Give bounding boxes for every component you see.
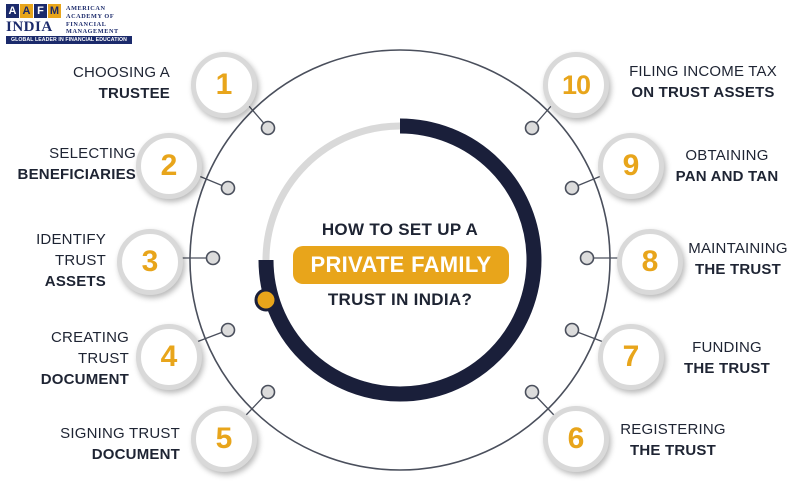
step-number-badge-3: 3 <box>117 229 183 295</box>
step-number-badge-1: 1 <box>191 52 257 118</box>
step-label-line1: REGISTERING <box>620 421 726 438</box>
logo-name-line: AMERICAN <box>66 5 106 12</box>
connector-node <box>579 250 595 266</box>
logo-name-line: MANAGEMENT <box>66 28 119 36</box>
step-number-badge-9: 9 <box>598 133 664 199</box>
node-group <box>205 120 595 400</box>
step-label-line1: SIGNING TRUST <box>60 425 180 442</box>
step-label-1: CHOOSING A TRUSTEE <box>10 62 170 104</box>
aafm-logo: A A F M INDIA AMERICAN ACADEMY OF FINANC… <box>6 4 132 44</box>
step-label-line2: PAN AND TAN <box>675 168 779 185</box>
center-title-highlight: PRIVATE FAMILY <box>293 246 509 284</box>
step-number-badge-10: 10 <box>543 52 609 118</box>
step-label-line2: THE TRUST <box>630 442 716 459</box>
logo-letter: F <box>34 4 47 18</box>
step-label-4: CREATING TRUST DOCUMENT <box>23 327 129 390</box>
step-label-6: REGISTERING THE TRUST <box>608 419 738 461</box>
step-label-line1: OBTAINING <box>685 147 769 164</box>
step-label-line2: THE TRUST <box>684 360 770 377</box>
step-label-line1: MAINTAINING <box>688 240 788 257</box>
step-label-line1: SELECTING <box>49 145 136 162</box>
step-label-5: SIGNING TRUST DOCUMENT <box>20 423 180 465</box>
logo-letter: A <box>20 4 33 18</box>
connector-node <box>220 180 236 196</box>
progress-ring-fill <box>258 118 542 402</box>
step-number-badge-4: 4 <box>136 324 202 390</box>
step-label-line1: FUNDING <box>692 339 762 356</box>
step-number-badge-6: 6 <box>543 406 609 472</box>
step-label-line2: ASSETS <box>44 273 106 290</box>
connector-node <box>564 322 580 338</box>
logo-letter: A <box>6 4 19 18</box>
outer-arc-group <box>189 49 611 471</box>
logo-name-line: FINANCIAL <box>66 20 107 28</box>
step-label-line2: THE TRUST <box>695 261 781 278</box>
step-label-2: SELECTING BENEFICIARIES <box>0 143 136 185</box>
step-label-line1: CREATING TRUST <box>51 329 129 367</box>
connector-node <box>260 120 276 136</box>
step-label-7: FUNDING THE TRUST <box>664 337 790 379</box>
logo-name-line: ACADEMY OF <box>66 12 115 20</box>
step-label-line2: DOCUMENT <box>40 371 129 388</box>
step-number-badge-5: 5 <box>191 406 257 472</box>
center-title-line1: HOW TO SET UP A <box>321 220 479 239</box>
connector-node <box>205 250 221 266</box>
step-label-9: OBTAINING PAN AND TAN <box>662 145 792 187</box>
step-label-line2: BENEFICIARIES <box>17 166 136 183</box>
logo-india-text: INDIA <box>6 19 53 35</box>
step-label-line1: FILING INCOME TAX <box>629 63 777 80</box>
outer-arc-right <box>399 49 611 471</box>
connector-node <box>524 120 540 136</box>
step-number-badge-2: 2 <box>136 133 202 199</box>
logo-name: AMERICAN ACADEMY OF FINANCIAL MANAGEMENT <box>66 5 136 36</box>
connector-node <box>564 180 580 196</box>
outer-arc-left <box>189 49 401 471</box>
step-label-10: FILING INCOME TAX ON TRUST ASSETS <box>612 61 794 103</box>
connector-node <box>260 384 276 400</box>
connector-node <box>524 384 540 400</box>
step-label-line1: CHOOSING A <box>72 64 170 81</box>
logo-letter: M <box>48 4 61 18</box>
progress-ring-end-dot <box>254 288 278 312</box>
step-number-badge-8: 8 <box>617 229 683 295</box>
step-label-line2: TRUSTEE <box>98 85 170 102</box>
step-label-line2: DOCUMENT <box>91 446 180 463</box>
step-label-8: MAINTAINING THE TRUST <box>678 238 798 280</box>
logo-letter-row: A A F M <box>6 4 62 18</box>
step-label-line1: IDENTIFY TRUST <box>36 231 106 269</box>
step-label-line2: ON TRUST ASSETS <box>631 84 775 101</box>
center-title-line2: TRUST IN INDIA? <box>327 290 473 309</box>
connector-node <box>220 322 236 338</box>
logo-tagline: GLOBAL LEADER IN FINANCIAL EDUCATION <box>6 36 132 44</box>
step-label-3: IDENTIFY TRUST ASSETS <box>32 229 106 292</box>
step-number-badge-7: 7 <box>598 324 664 390</box>
